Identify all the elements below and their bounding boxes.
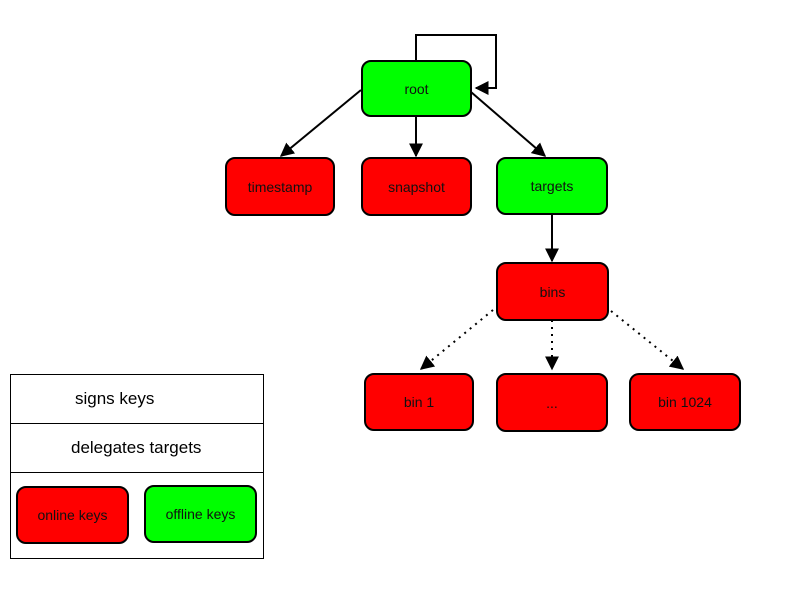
edge-root-targets [470, 91, 547, 157]
node-timestamp: timestamp [225, 157, 335, 216]
node-bin-1: bin 1 [364, 373, 474, 431]
legend-row-delegates: delegates targets [11, 424, 263, 472]
legend-divider [11, 423, 263, 424]
legend-online-label: online keys [37, 507, 108, 523]
node-targets: targets [496, 157, 608, 215]
node-bin-1-label: bin 1 [403, 394, 435, 410]
node-bins: bins [496, 262, 609, 321]
node-root: root [361, 60, 472, 117]
node-targets-label: targets [530, 178, 574, 194]
edge-root-self [415, 34, 497, 95]
legend-row-signs: signs keys [11, 375, 263, 423]
legend: signs keys delegates targets online keys… [10, 374, 264, 559]
node-snapshot-label: snapshot [388, 178, 445, 195]
node-bins-label: bins [539, 283, 566, 300]
legend-delegates-label: delegates targets [71, 438, 202, 457]
node-timestamp-label: timestamp [247, 178, 313, 195]
edge-bins-bin1 [419, 309, 494, 370]
node-ellipsis-label: ... [546, 394, 558, 411]
node-bin-1024: bin 1024 [629, 373, 741, 431]
legend-offline-keys: offline keys [144, 485, 257, 543]
edge-bins-bin1024 [610, 310, 685, 370]
node-bin-1024-label: bin 1024 [658, 394, 712, 410]
legend-divider [11, 472, 263, 473]
node-root-label: root [404, 80, 429, 97]
node-ellipsis: ... [496, 373, 608, 432]
node-snapshot: snapshot [361, 157, 472, 216]
edge-root-timestamp [279, 89, 362, 157]
legend-online-keys: online keys [16, 486, 129, 544]
legend-signs-label: signs keys [75, 389, 155, 408]
legend-offline-label: offline keys [165, 506, 236, 522]
